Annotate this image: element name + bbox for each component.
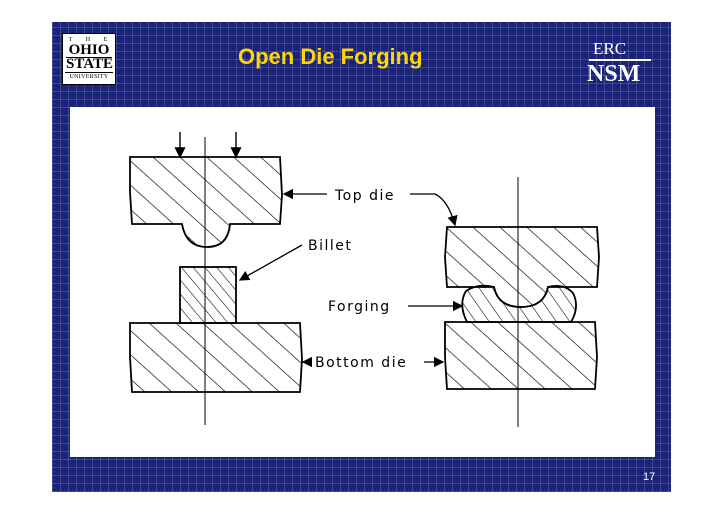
right-bottom-die: [444, 321, 598, 390]
diagram-panel: Top die Billet Forging Bottom die: [70, 107, 655, 457]
label-top-die: Top die: [334, 188, 395, 204]
label-billet: Billet: [308, 238, 352, 254]
erc-nsm-logo: ERC NSM: [585, 40, 655, 90]
left-top-die: [129, 156, 283, 248]
osu-logo-state: STATE: [66, 56, 113, 72]
erc-logo-divider: [589, 59, 651, 61]
page-number: 17: [643, 471, 656, 483]
left-bottom-die: [129, 322, 303, 393]
label-bottom-die: Bottom die: [315, 355, 407, 371]
ohio-state-logo: T H E OHIO STATE UNIVERSITY: [62, 33, 116, 85]
osu-logo-the: T H E: [68, 37, 114, 43]
leader-billet: [238, 244, 303, 281]
nsm-logo-text: NSM: [587, 61, 641, 87]
erc-logo-text: ERC: [593, 39, 627, 58]
forging-part: [461, 284, 577, 323]
forging-diagram: Top die Billet Forging Bottom die: [129, 132, 600, 427]
osu-logo-ohio: OHIO: [68, 42, 110, 58]
leader-top-die-right: [410, 193, 458, 227]
billet: [179, 266, 237, 324]
slide-title: Open Die Forging: [238, 44, 423, 69]
osu-logo-university: UNIVERSITY: [65, 72, 113, 81]
label-forging: Forging: [328, 299, 391, 315]
